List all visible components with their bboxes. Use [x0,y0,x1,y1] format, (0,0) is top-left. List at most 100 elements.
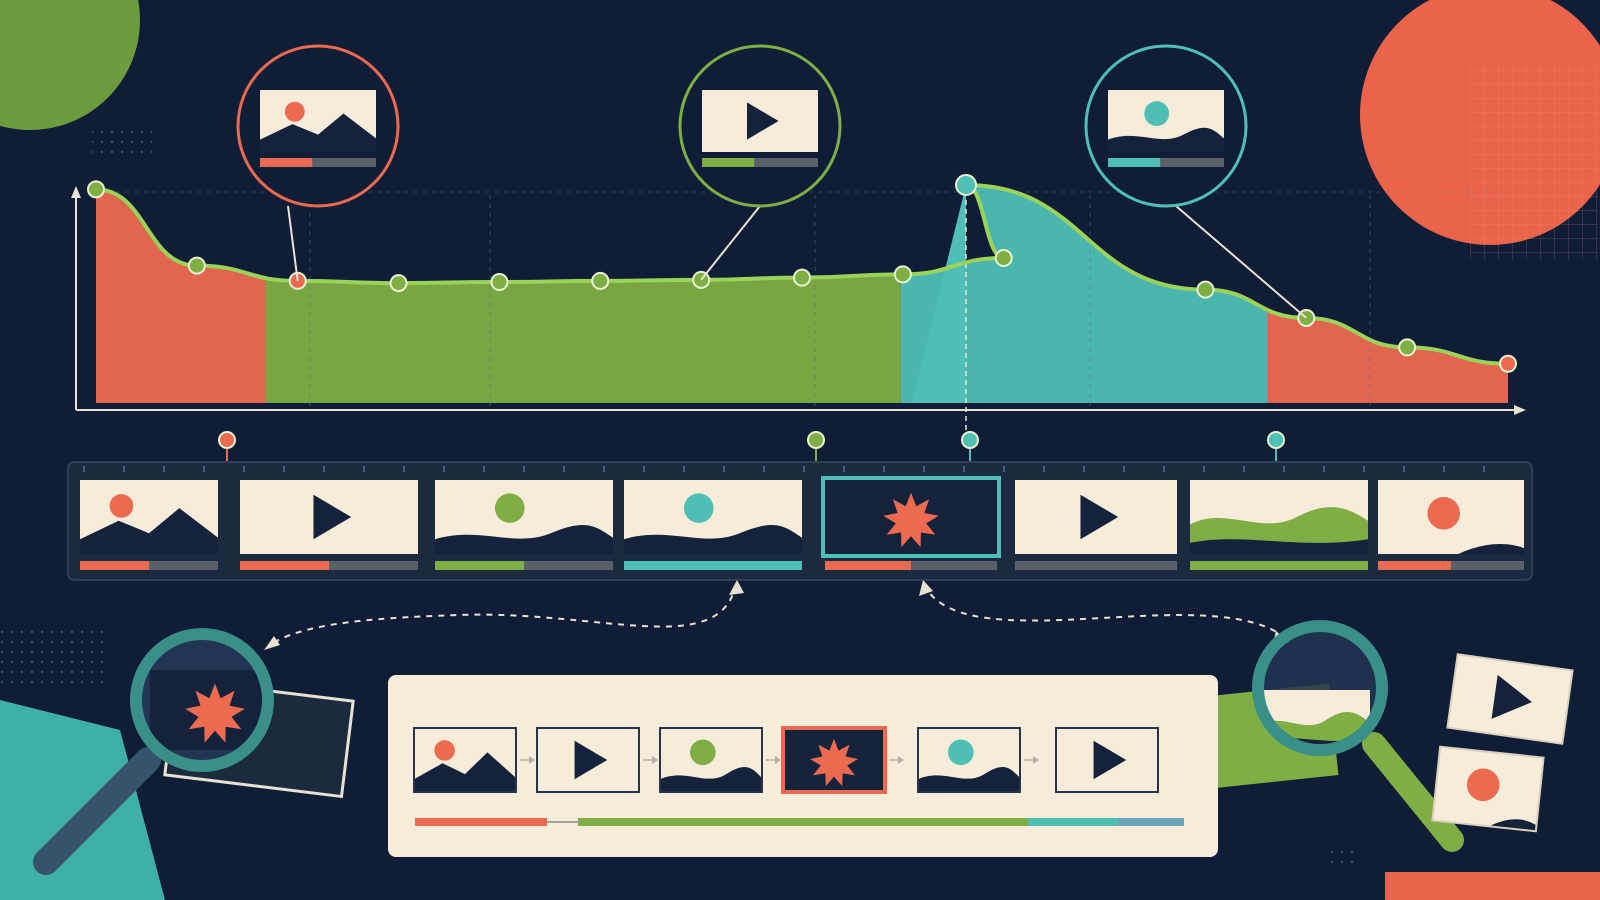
summary-frame[interactable] [917,727,1039,793]
connector-dot [218,431,236,449]
curve-point [955,174,977,196]
curve-point [490,273,509,292]
magnifier-handle [1362,732,1464,852]
play-triangle [313,494,352,540]
hill-corner [1458,544,1524,554]
summary-arrowhead [898,756,904,764]
summary-arrowhead [775,756,781,764]
summary-arrowhead [652,756,658,764]
callout-bubbles [236,44,1307,319]
filmstrip-frame[interactable] [1190,480,1368,570]
sun-dot [1427,497,1460,530]
mountain-image-icon [260,90,376,152]
card-border [1431,745,1545,833]
hill-corner [1489,819,1537,832]
magnifier-right [1203,620,1464,852]
summary-frame-border [659,727,763,793]
summary-bar-green [578,818,1028,826]
frame-progress-fill [1190,561,1368,570]
mountains [414,752,516,792]
sun-dot [690,739,716,766]
frame-progress-fill [1015,561,1096,570]
filmstrip-frame[interactable] [240,480,418,570]
burst-icon [783,728,885,792]
arrowhead-left-end [264,636,280,650]
connector-dot [807,431,825,449]
filmstrip-ticks [83,466,1485,472]
burst-icon [825,480,997,554]
mountains [80,508,218,554]
sun-image-icon [1378,480,1524,554]
filmstrip-frames[interactable] [80,476,1524,570]
magnifier-icon [130,628,274,772]
summary-frame[interactable] [781,726,904,794]
play-video-icon [1447,654,1573,744]
summary-frame[interactable] [413,727,535,793]
hill-image-icon [1108,90,1224,152]
loose-card [1431,745,1545,833]
summary-frame-border [917,727,1021,793]
magnifier-icon [1252,620,1388,756]
filmstrip-frame[interactable] [435,480,613,570]
curve-area-green [265,274,901,403]
play-triangle [574,740,608,780]
summary-frames[interactable] [413,726,1159,794]
connector-dot [1267,431,1285,449]
sun-dot [434,740,455,761]
magnifier-left [33,628,355,875]
burst-shape [883,492,939,548]
hill-image-icon [660,728,762,792]
magnifier-handle [33,747,161,875]
play-video-icon [702,90,818,152]
curve-point [187,256,206,275]
mountain-image-icon [414,728,516,792]
hill-image-icon [435,480,613,554]
burst-shape [810,738,858,787]
curve-point [591,271,610,290]
curve-point [1499,354,1517,373]
summary-bar-coral [415,818,547,826]
curve-area-fills [96,185,1508,403]
sun-dot [284,101,305,122]
hills [1108,127,1224,152]
filmstrip-frame[interactable] [80,480,218,570]
summary-bar-end [1118,818,1184,826]
burst-shape [185,683,245,743]
summary-frame[interactable] [1055,727,1159,793]
sun-image-icon [1432,746,1544,832]
play-triangle [1093,740,1127,780]
curve-area-coral [1267,310,1508,403]
card-border [1446,653,1574,745]
callout-progress-fill [1108,158,1161,167]
arrowhead-left-start [729,580,744,595]
curve-point [793,268,811,287]
filmstrip-frame[interactable] [1015,480,1177,570]
summary-frame[interactable] [659,727,781,793]
filmstrip-frame[interactable] [821,476,1001,570]
summary-frame[interactable] [536,727,658,793]
green-corner-circle [0,0,140,130]
hill-image-icon [624,480,802,554]
sun-dot [948,739,974,766]
frame-progress-fill [435,561,524,570]
play-video-icon [537,728,639,792]
filmstrip[interactable] [67,461,1533,581]
selected-frame-outline [821,476,1001,558]
engagement-curve-line [95,183,1509,366]
summary-frame-border [413,727,517,793]
curve-point [87,180,105,199]
filmstrip-frame[interactable] [624,480,802,570]
mountain-image-icon [80,480,218,554]
engagement-curve-chart [71,174,1526,446]
arrowhead-right-start [919,580,933,596]
loose-card [1446,653,1574,745]
dot-texture-bottom-right [1330,846,1360,866]
hills [918,766,1020,792]
filmstrip-frame[interactable] [1378,480,1524,570]
summary-arrowhead [1033,756,1039,764]
sun-dot [683,493,714,523]
callout-progress-fill [702,158,755,167]
play-video-icon [1056,728,1158,792]
callout-leader [287,205,299,282]
